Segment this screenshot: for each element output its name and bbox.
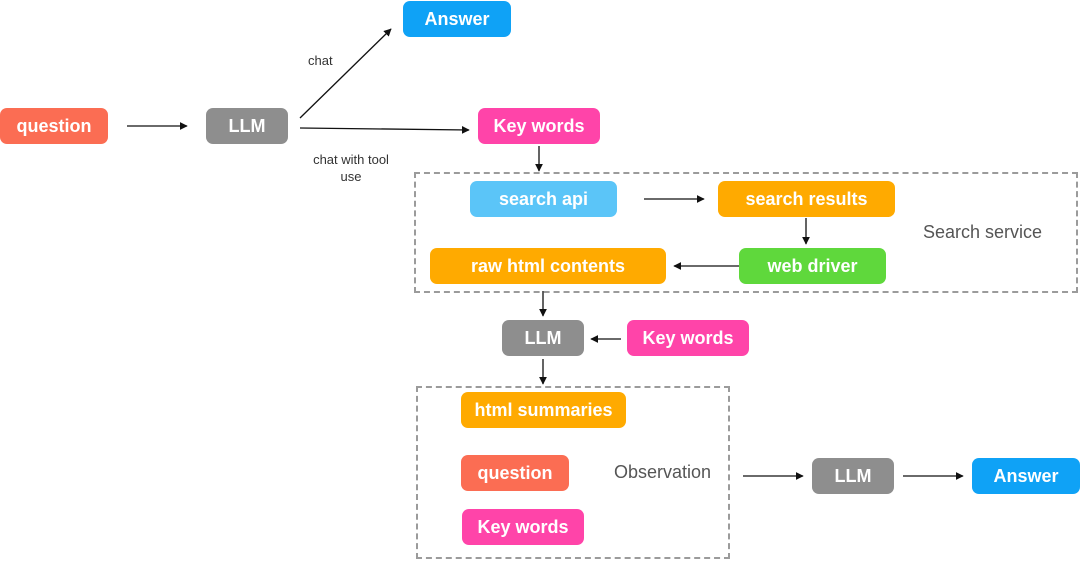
edge-label-chat: chat xyxy=(308,53,333,68)
answer-bottom-node: Answer xyxy=(972,458,1080,494)
keywords-node: Key words xyxy=(478,108,600,144)
web-driver-node: web driver xyxy=(739,248,886,284)
llm-bottom-node: LLM xyxy=(812,458,894,494)
answer-node: Answer xyxy=(403,1,511,37)
observation-label: Observation xyxy=(614,462,712,482)
search-service-label: Search service xyxy=(923,222,1043,242)
html-summaries-node: html summaries xyxy=(461,392,626,428)
search-results-node: search results xyxy=(718,181,895,217)
edge-label-line-1: chat with tool xyxy=(313,152,389,167)
search-api-node: search api xyxy=(470,181,617,217)
keywords-middle-node: Key words xyxy=(627,320,749,356)
llm-middle-node: LLM xyxy=(502,320,584,356)
edge-label-chat-with-tool-use: chat with tool use xyxy=(302,151,400,185)
edge-llm-to-answer xyxy=(299,28,392,119)
question-bottom-node: question xyxy=(461,455,569,491)
keywords-bottom-node: Key words xyxy=(462,509,584,545)
question-node: question xyxy=(0,108,108,144)
observation-container xyxy=(416,386,730,559)
llm-node: LLM xyxy=(206,108,288,144)
edge-llm-to-keywords xyxy=(299,126,470,134)
edge-label-line-2: use xyxy=(340,169,362,184)
search-service-container xyxy=(414,172,1078,293)
raw-html-contents-node: raw html contents xyxy=(430,248,666,284)
